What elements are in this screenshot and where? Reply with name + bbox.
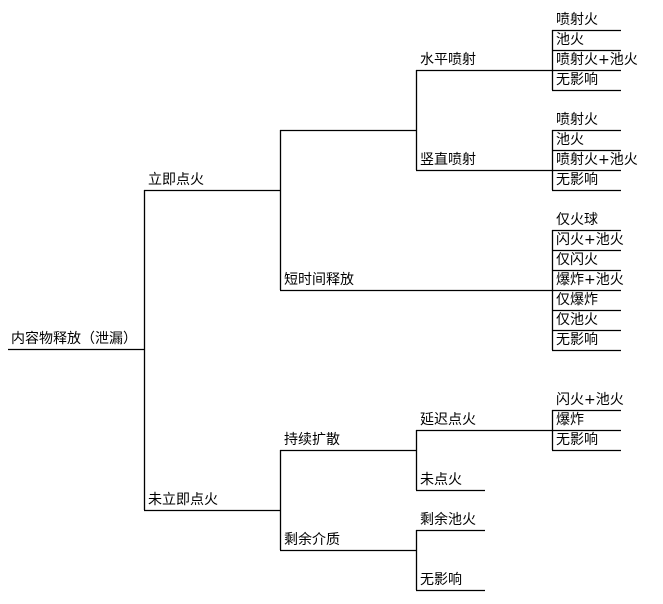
outcome-label: 喷射火+池火: [556, 152, 638, 168]
branch-residual-medium: 剩余介质: [284, 532, 340, 548]
outcome-label: 闪火+池火: [556, 392, 624, 408]
outcome-label: 仅闪火: [556, 252, 598, 268]
outcome-label: 无影响: [556, 332, 598, 348]
outcome-residual-pool-fire: 剩余池火: [420, 512, 476, 528]
outcome-label: 仅爆炸: [556, 292, 598, 308]
branch-delayed-ignition: 延迟点火: [420, 412, 476, 428]
branch-immediate-ignition: 立即点火: [148, 172, 204, 188]
outcome-label: 池火: [556, 32, 584, 48]
outcome-label: 无影响: [556, 432, 598, 448]
outcome-label: 喷射火: [556, 12, 598, 28]
branch-horizontal-jet: 水平喷射: [420, 52, 476, 68]
outcome-label: 闪火+池火: [556, 232, 624, 248]
branch-vertical-jet: 竖直喷射: [420, 152, 476, 168]
outcome-label: 爆炸: [556, 412, 584, 428]
outcome-residual-no-effect: 无影响: [420, 572, 462, 588]
outcome-label: 池火: [556, 132, 584, 148]
outcome-label: 喷射火+池火: [556, 52, 638, 68]
root-event: 内容物释放（泄漏）: [11, 331, 137, 347]
outcome-label: 无影响: [556, 172, 598, 188]
outcome-label: 无影响: [556, 72, 598, 88]
branch-short-release: 短时间释放: [284, 272, 354, 288]
outcome-label: 仅池火: [556, 312, 598, 328]
outcome-label: 仅火球: [556, 212, 598, 228]
outcome-label: 喷射火: [556, 112, 598, 128]
branch-continuous-dispersion: 持续扩散: [284, 432, 340, 448]
branch-no-ignition: 未点火: [420, 472, 462, 488]
outcome-label: 爆炸+池火: [556, 272, 624, 288]
branch-not-immediate-ignition: 未立即点火: [148, 492, 218, 508]
